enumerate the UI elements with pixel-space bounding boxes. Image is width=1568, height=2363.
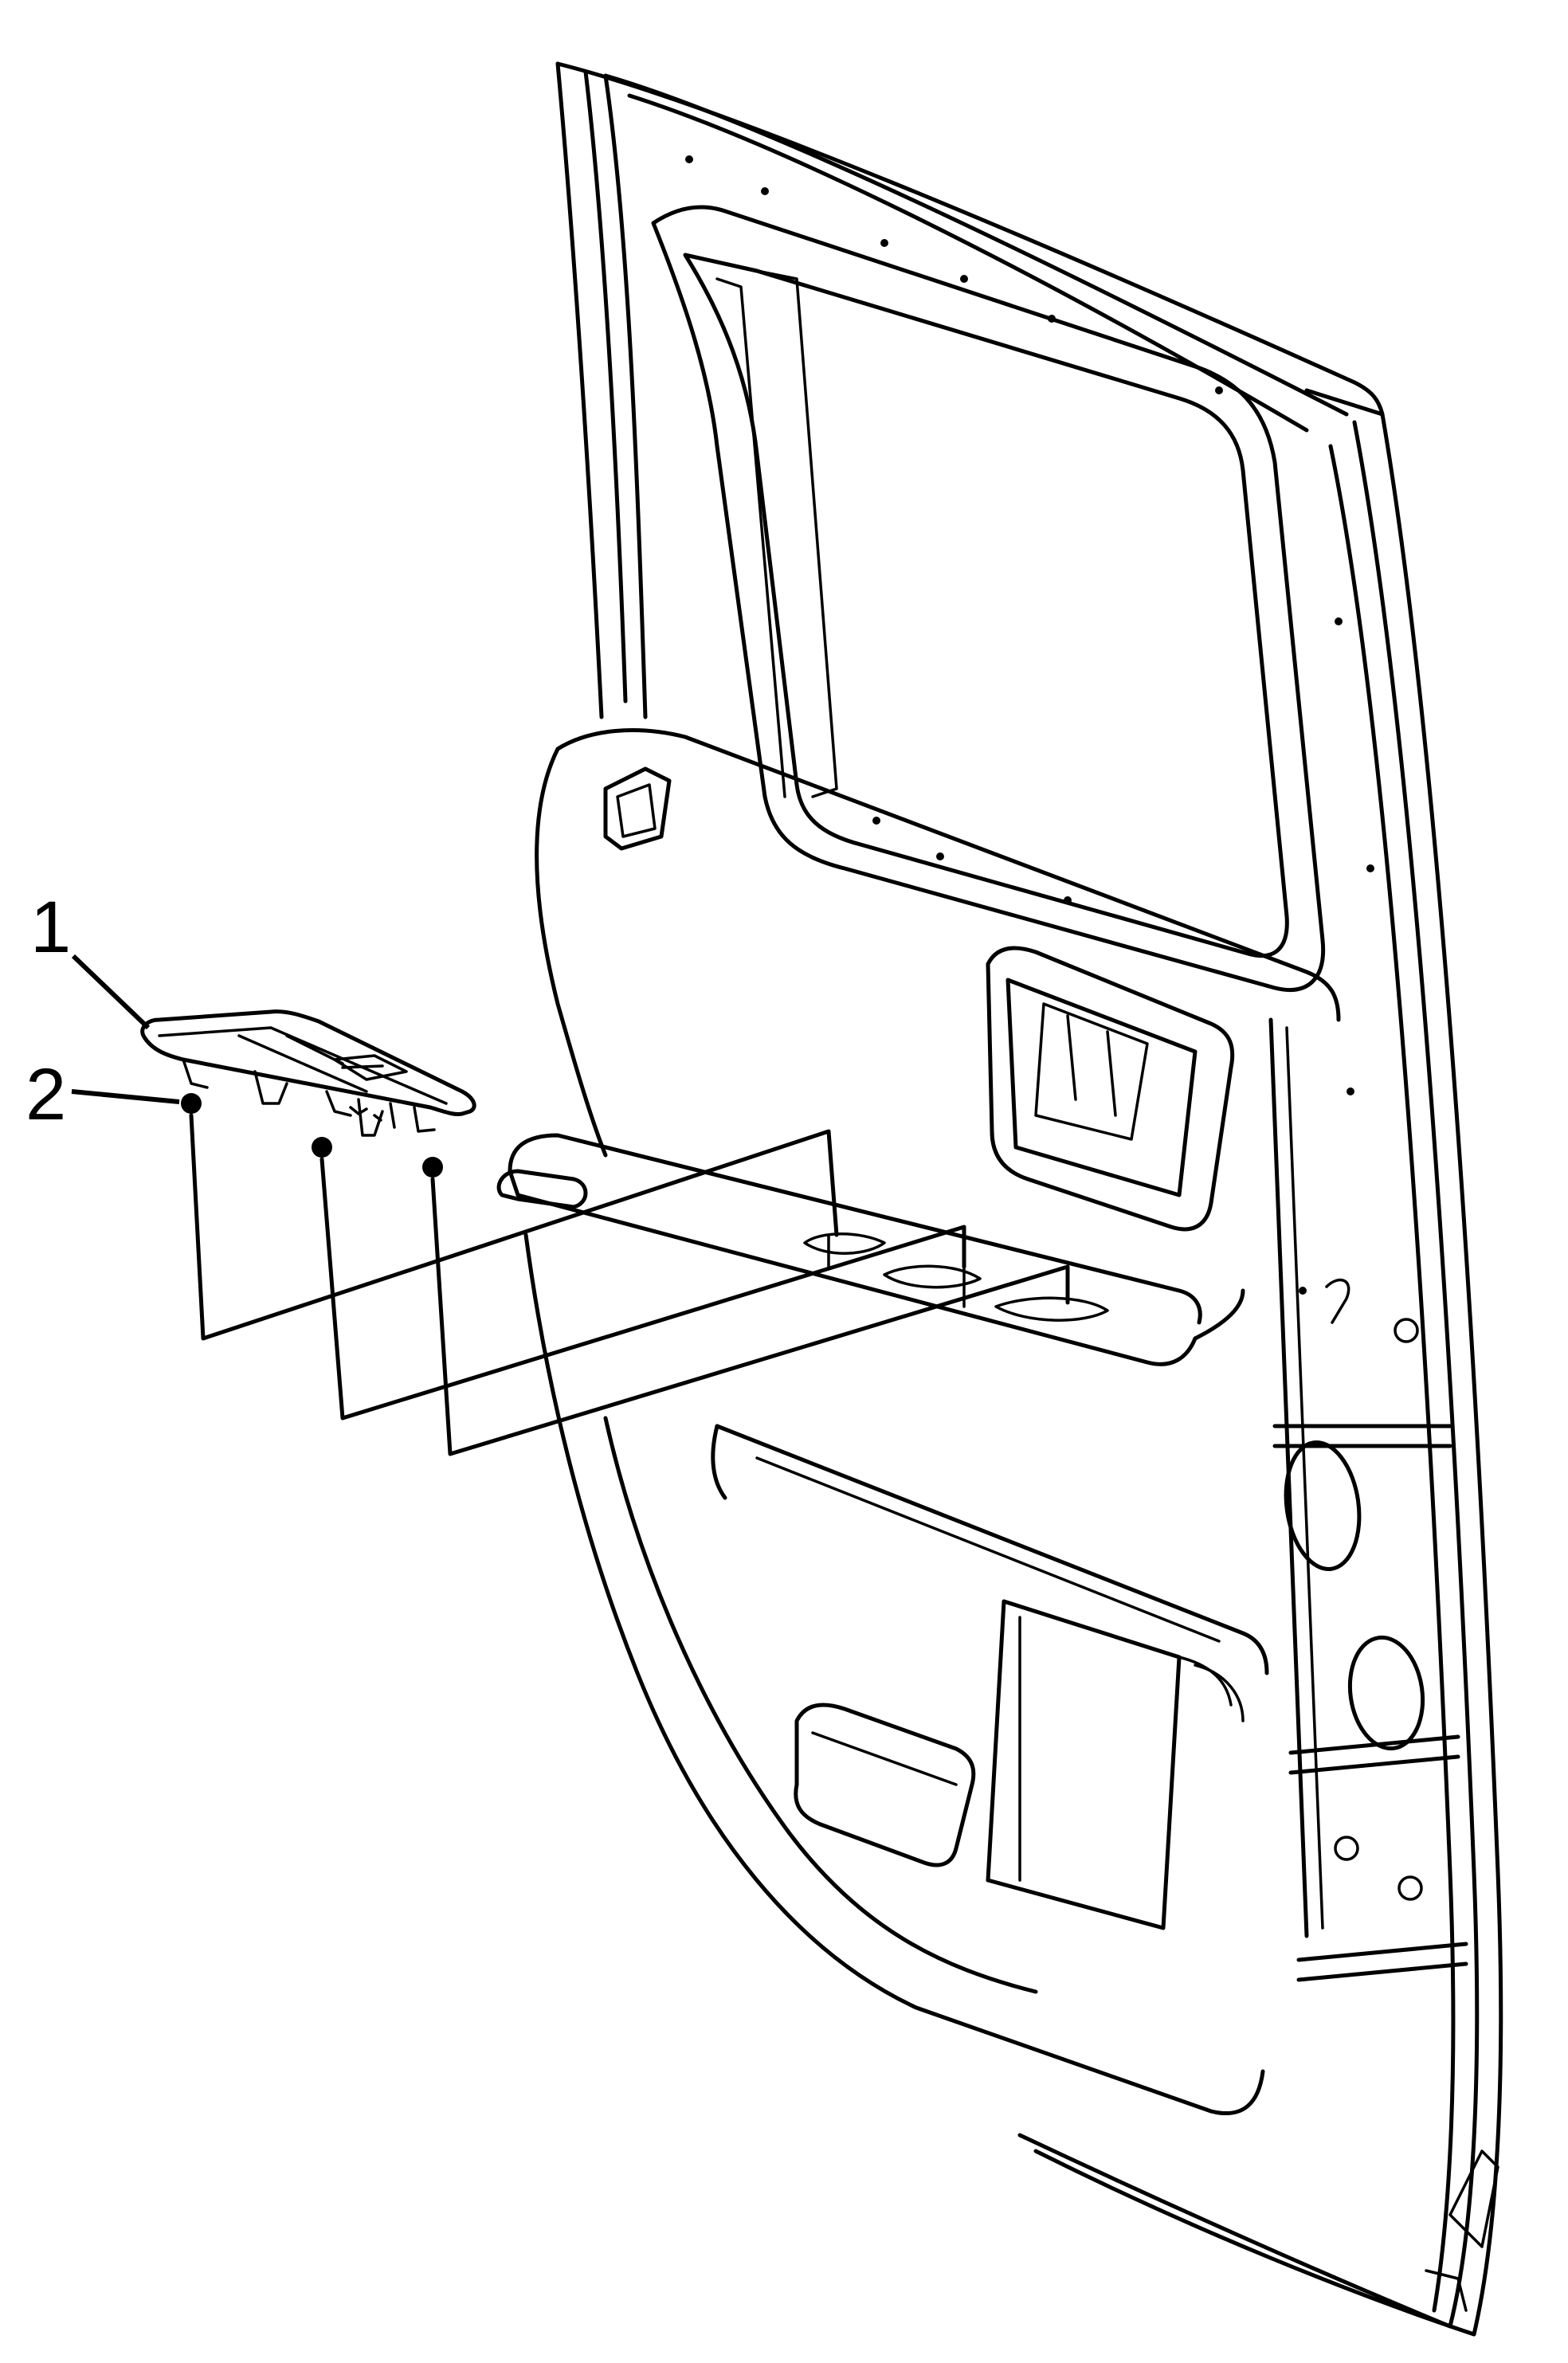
door-inner-edge	[1272, 1278, 1468, 1982]
callout-leader-1	[71, 954, 151, 1030]
window-opening	[651, 155, 1374, 1095]
retainer-clip	[422, 1157, 443, 1178]
callout-label-1: 1	[30, 887, 71, 968]
retainer-clip	[181, 1093, 202, 1114]
door-frame	[555, 61, 1503, 2337]
retainer-clip	[312, 1137, 332, 1158]
callout-label-2: 2	[25, 1054, 66, 1135]
callout-leaders	[71, 954, 180, 1104]
alignment-lines	[189, 1113, 1070, 1456]
window-switch-bezel	[140, 1009, 476, 1137]
callout-leader-2	[71, 1089, 180, 1104]
retainer-clips	[181, 1093, 443, 1178]
door-trim-panel	[496, 728, 1341, 2116]
